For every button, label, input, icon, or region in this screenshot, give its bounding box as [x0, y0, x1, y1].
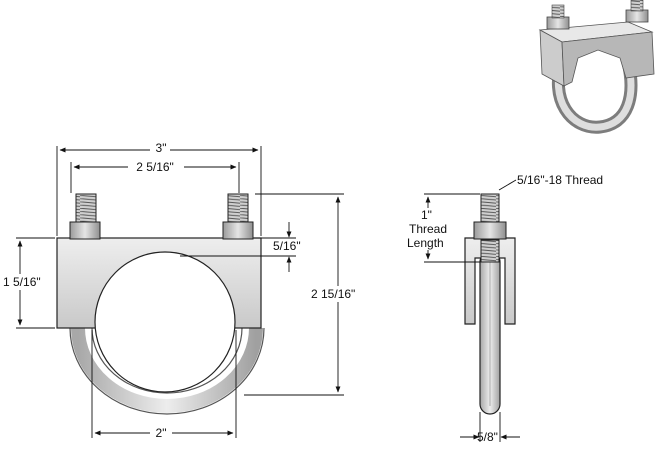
side-stud-bottom — [480, 239, 500, 263]
perspective-nut-left — [546, 16, 570, 30]
stud-left — [75, 193, 97, 223]
dim-inside-width: 2" — [156, 426, 167, 440]
u-bolt-inner — [91, 327, 243, 394]
pipe-opening — [94, 251, 236, 393]
side-view — [464, 193, 516, 415]
nut-left — [69, 221, 101, 240]
side-dimensions: 5/16"-18 Thread 1" Thread Length 5/8" — [407, 173, 603, 444]
dim-plate-thickness: 5/16" — [273, 239, 301, 253]
side-stud-top — [480, 193, 500, 223]
perspective-nut-right — [625, 9, 649, 23]
dim-saddle-height: 1 5/16" — [3, 275, 41, 289]
u-bolt-outer — [69, 327, 265, 415]
dim-bolt-spacing: 2 5/16" — [136, 160, 174, 174]
dim-rod-width: 5/8" — [477, 430, 498, 444]
dim-thread-spec: 5/16"-18 Thread — [517, 173, 603, 187]
front-dimensions: 3" 2 5/16" 1 5/16" 5/16" 2 15/16" 2" — [2, 140, 368, 440]
stud-right — [227, 193, 249, 223]
perspective-saddle-side — [561, 31, 655, 87]
dim-overall-width: 3" — [156, 141, 167, 155]
perspective-stud-left — [551, 4, 565, 19]
u-bolt-body — [71, 327, 263, 413]
dim-overall-height: 2 15/16" — [311, 287, 355, 301]
nut-right — [222, 221, 254, 240]
dim-thread-length-value: 1" — [421, 208, 432, 222]
dim-thread-length-line1: Thread — [409, 222, 447, 236]
perspective-view — [538, 0, 655, 134]
side-nut — [473, 221, 507, 240]
dim-thread-length-line2: Length — [407, 236, 444, 250]
front-view — [56, 193, 265, 415]
perspective-stud-right — [630, 0, 644, 12]
